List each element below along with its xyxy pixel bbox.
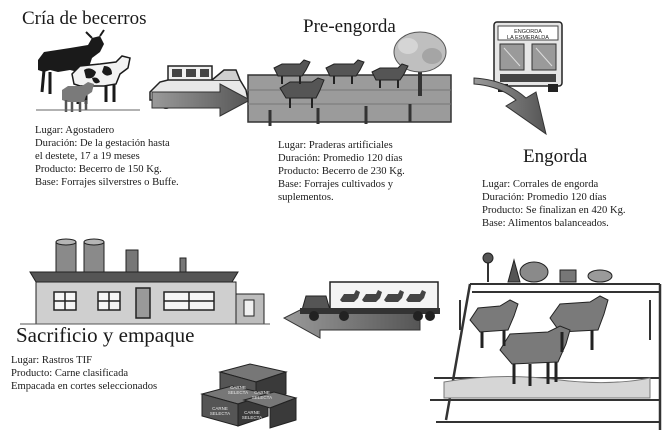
- title-sacrificio-y-empaque: Sacrificio y empaque: [16, 323, 195, 347]
- svg-text:CARNE: CARNE: [244, 410, 260, 415]
- curved-arrow-to-engorda: [473, 77, 547, 136]
- info-line: Empacada en cortes seleccionados: [11, 381, 158, 392]
- info-sacrificio: Lugar: Rastros TIF Producto: Carne clasi…: [11, 354, 157, 393]
- info-line: Producto: Se finalizan en 420 Kg.: [482, 205, 626, 216]
- title-cria-de-becerros: Cría de becerros: [22, 8, 147, 29]
- info-line: Lugar: Agostadero: [35, 125, 115, 136]
- info-line: Producto: Becerro de 230 Kg.: [278, 166, 405, 177]
- svg-text:CARNE: CARNE: [230, 385, 246, 390]
- slaughterhouse-icon: [20, 238, 270, 325]
- meat-boxes-icon: [200, 363, 298, 429]
- box-labels: CARNE SELECTA CARNE SELECTA CARNE SELECT…: [210, 385, 272, 420]
- info-line: Duración: Promedio 120 días: [278, 153, 403, 164]
- cattle-truck-icon: [300, 281, 440, 321]
- title-pre-engorda: Pre-engorda: [303, 16, 396, 37]
- info-line: suplementos.: [278, 192, 334, 203]
- svg-text:SELECTA: SELECTA: [228, 390, 248, 395]
- info-line: Producto: Becerro de 150 Kg.: [35, 164, 162, 175]
- truck-sign-line-1: ENGORDA: [514, 29, 542, 35]
- info-line: Base: Forrajes cultivados y: [278, 179, 394, 190]
- pasture-field-icon: [247, 31, 452, 126]
- truck-sign-line-2: LA ESMERALDA: [507, 35, 549, 41]
- svg-text:CARNE: CARNE: [254, 390, 270, 395]
- svg-text:SELECTA: SELECTA: [242, 415, 262, 420]
- svg-text:SELECTA: SELECTA: [252, 395, 272, 400]
- info-line: Duración: Promedio 120 días: [482, 192, 607, 203]
- info-cria: Lugar: Agostadero Duración: De la gestac…: [35, 124, 179, 189]
- info-line: Lugar: Praderas artificiales: [278, 140, 393, 151]
- info-line: Base: Forrajes silverstres o Buffe.: [35, 177, 179, 188]
- arrow-to-pre-engorda: [151, 83, 252, 117]
- feedlot-pen-icon: [430, 252, 662, 430]
- info-line: Base: Alimentos balanceados.: [482, 218, 609, 229]
- info-line: el destete, 17 a 19 meses: [35, 151, 140, 162]
- info-line: Duración: De la gestación hasta: [35, 138, 170, 149]
- svg-text:CARNE: CARNE: [212, 406, 228, 411]
- truck-front-icon: [493, 21, 563, 92]
- info-line: Lugar: Corrales de engorda: [482, 179, 599, 190]
- svg-text:SELECTA: SELECTA: [210, 411, 230, 416]
- info-pre-engorda: Lugar: Praderas artificiales Duración: P…: [278, 139, 405, 204]
- info-engorda: Lugar: Corrales de engorda Duración: Pro…: [482, 178, 626, 230]
- title-engorda: Engorda: [523, 146, 588, 167]
- info-line: Producto: Carne clasificada: [11, 368, 129, 379]
- cows-grazing-icon: [36, 29, 140, 112]
- info-line: Lugar: Rastros TIF: [11, 355, 93, 366]
